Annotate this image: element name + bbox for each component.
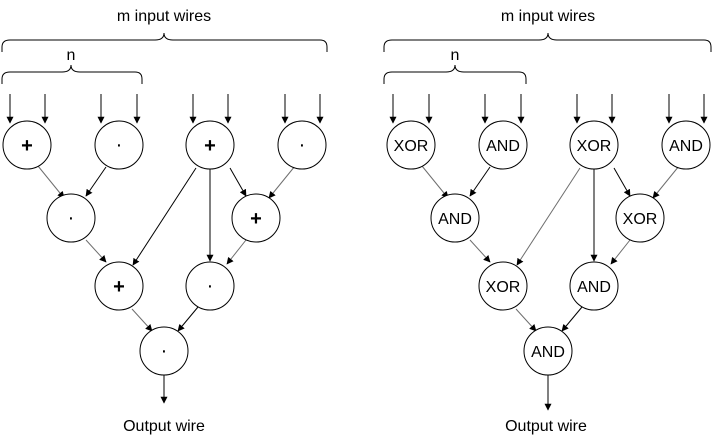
- right-gate-3: XOR: [569, 120, 619, 170]
- right-gate-6-label: XOR: [623, 211, 658, 228]
- left-n-brace: [1, 64, 143, 84]
- right-gate-4: AND: [661, 120, 711, 170]
- left-gate-7-label: +: [113, 276, 125, 298]
- left-n-label: n: [67, 47, 76, 64]
- right-n-brace: [383, 64, 527, 84]
- right-n-label: n: [451, 47, 460, 64]
- left-gate-1: +: [2, 120, 52, 170]
- right-gate-8-label: AND: [577, 279, 611, 296]
- left-input-wires: [6, 94, 324, 124]
- left-gate-7: +: [94, 261, 144, 311]
- left-gate-2: ·: [94, 120, 144, 170]
- right-gate-1: XOR: [386, 120, 436, 170]
- right-gate-7-label: XOR: [486, 279, 521, 296]
- right-gate-5: AND: [430, 193, 480, 243]
- left-gate-3: +: [185, 120, 235, 170]
- right-gate-5-label: AND: [438, 211, 472, 228]
- left-gate-5: ·: [46, 193, 96, 243]
- left-m-input-label: m input wires: [117, 8, 211, 25]
- right-gate-6: XOR: [615, 193, 665, 243]
- left-gate-5-label: ·: [68, 207, 75, 229]
- right-gate-8: AND: [569, 261, 619, 311]
- left-gate-6-label: +: [250, 208, 262, 230]
- left-gate-6: +: [231, 193, 281, 243]
- right-gate-3-label: XOR: [577, 138, 612, 155]
- left-m-brace: [1, 32, 328, 52]
- left-gate-8-label: ·: [207, 275, 214, 297]
- left-gate-9-label: ·: [161, 340, 168, 362]
- left-gate-8: ·: [185, 261, 235, 311]
- right-gate-2: AND: [478, 120, 528, 170]
- left-gate-2-label: ·: [116, 134, 123, 156]
- right-output-label: Output wire: [505, 418, 587, 435]
- right-gate-7: XOR: [478, 261, 528, 311]
- left-gate-4: ·: [277, 120, 327, 170]
- right-gate-2-label: AND: [486, 138, 520, 155]
- right-m-input-label: m input wires: [501, 8, 595, 25]
- right-m-brace: [383, 32, 712, 52]
- right-gate-9: AND: [523, 326, 573, 376]
- left-gate-1-label: +: [21, 135, 33, 157]
- right-gate-1-label: XOR: [394, 138, 429, 155]
- left-internal-wires: [37, 165, 296, 404]
- left-circuit: m input wires n: [1, 8, 328, 435]
- right-gate-4-label: AND: [669, 138, 703, 155]
- right-internal-wires: [421, 165, 680, 411]
- right-circuit: m input wires n XOR AN: [383, 8, 712, 435]
- right-gate-9-label: AND: [531, 344, 565, 361]
- right-input-wires: [389, 94, 708, 124]
- left-gate-9: ·: [139, 326, 189, 376]
- left-gate-4-label: ·: [299, 134, 306, 156]
- left-gate-3-label: +: [204, 135, 216, 157]
- left-output-label: Output wire: [123, 418, 205, 435]
